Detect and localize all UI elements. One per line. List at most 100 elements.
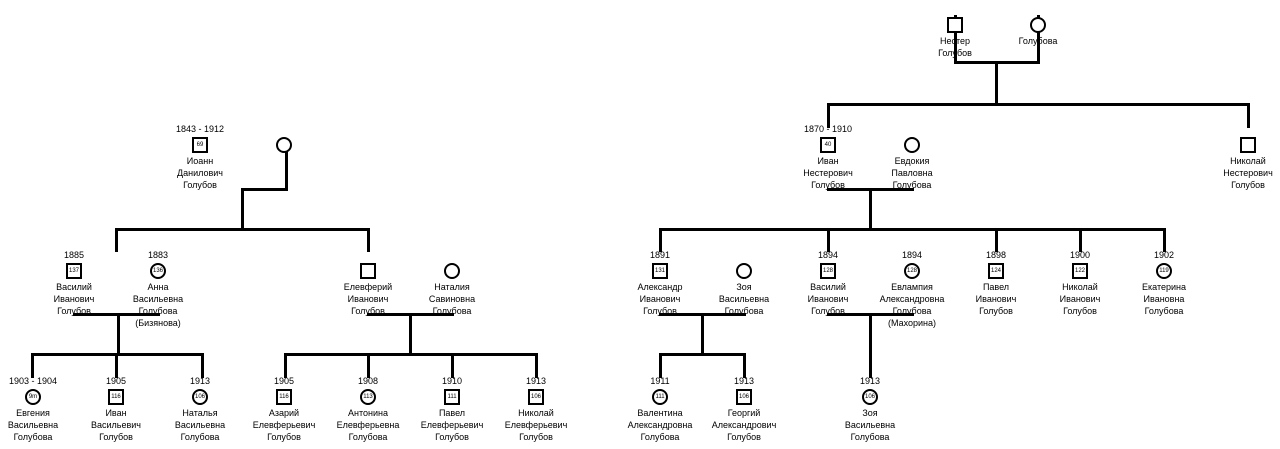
person-golubova[interactable]: Голубова [978,4,1098,47]
person-name-line: Зоя [736,282,752,292]
person-name-line: Голубов [1231,180,1265,190]
connector-line [659,228,1166,231]
person-name-line: Голубова [13,432,53,442]
person-name-line: Голубова [850,432,890,442]
female-circle-icon: 9m [25,389,41,405]
person-name-line: Николай [1230,156,1266,166]
person-name-line: Голубова [1144,306,1184,316]
person-name-line: Иванович [1059,294,1101,304]
female-circle-icon: 106 [862,389,878,405]
connector-line [827,188,914,191]
person-name-line: Наталья [182,408,218,418]
person-name-line: Васильевна [844,420,896,430]
person-name-line: Голубов [727,432,761,442]
person-name-line: Василий [56,282,92,292]
person-name-line: Елевферьевна [336,420,400,430]
person-name-line: Евгения [16,408,50,418]
connector-line [701,314,704,354]
person-years: 1910 [441,376,463,386]
person-name-line: Голубова [432,306,472,316]
person-name-line: Голубов [938,48,972,58]
person-name-line: Анна [147,282,169,292]
connector-line [117,314,120,354]
person-years: 1894 [817,250,839,260]
person-years: 1883 [147,250,169,260]
person-name-line: Александровна [627,420,693,430]
person-ioann_w[interactable] [224,124,344,155]
connector-line [954,15,957,62]
connector-line [1163,229,1166,252]
male-square-icon: 69 [192,137,208,153]
person-years: 1885 [63,250,85,260]
connector-line [827,313,914,316]
person-name-line: Георгий [727,408,761,418]
person-name-line: Елевферьевич [504,420,568,430]
person-name-line: Васильевна [174,420,226,430]
person-name-line: Азарий [268,408,300,418]
person-years: 1900 [1069,250,1091,260]
person-name-line: Голубов [267,432,301,442]
connector-line [827,104,830,128]
person-name-line: Иван [105,408,127,418]
person-years: 1905 [105,376,127,386]
person-name-line: Павел [982,282,1010,292]
connector-line [73,313,160,316]
person-years: 1913 [733,376,755,386]
person-name-line: Екатерина [1142,282,1186,292]
person-name-line: Голубова [640,432,680,442]
person-years: 1870 - 1910 [803,124,853,134]
connector-line [284,354,287,378]
connector-line [31,354,34,378]
person-name-line: Иванович [639,294,681,304]
person-name-line: Александровна [879,294,945,304]
person-name-line: Голубов [811,180,845,190]
connector-line [241,189,244,229]
person-name-line: Голубов [57,306,91,316]
connector-line [367,354,370,378]
person-name-line: Иоанн [186,156,214,166]
person-name-line: Василий [810,282,846,292]
person-name-line: Евлампия [891,282,933,292]
person-years: 1913 [189,376,211,386]
person-name-line: Евдокия [894,156,930,166]
connector-line [827,229,830,252]
person-name-line: Иванович [53,294,95,304]
connector-line [115,228,244,231]
